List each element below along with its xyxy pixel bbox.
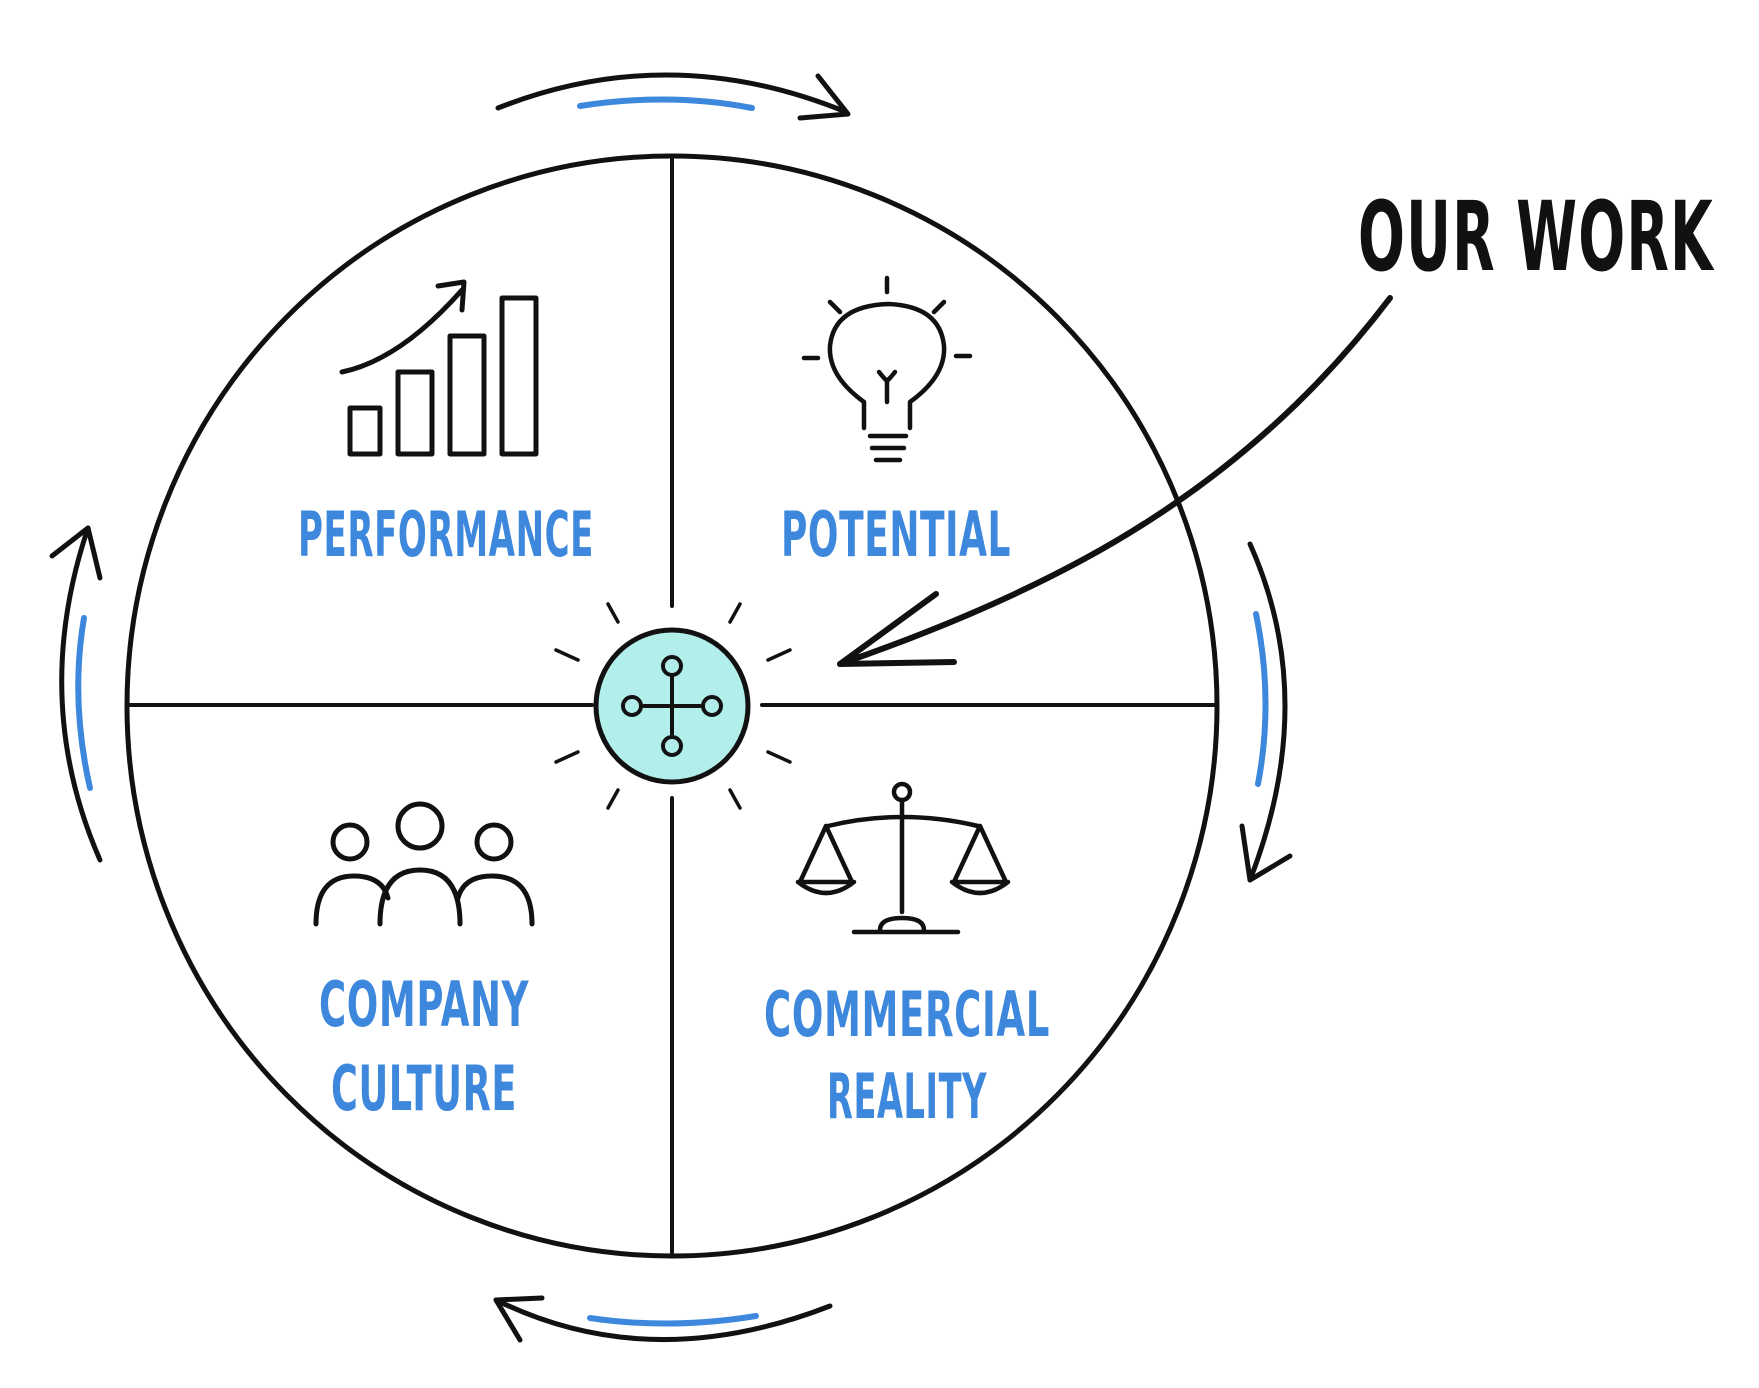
callout-text: OUR WORK — [1358, 181, 1715, 293]
quadrant-company-culture: COMPANY CULTURE — [313, 801, 535, 1125]
top-arrowhead-icon — [797, 73, 851, 121]
right-accent-line — [1253, 611, 1269, 787]
quadrant-label-line-2: CULTURE — [331, 1052, 517, 1125]
center-hub — [554, 602, 792, 810]
quadrant-label-line-2: REALITY — [827, 1060, 987, 1133]
bottom-arrowhead-icon — [493, 1295, 545, 1343]
bar-chart-growth-icon — [339, 279, 539, 457]
quadrant-performance: PERFORMANCE — [298, 279, 594, 571]
left-rotation-arrow-icon — [59, 525, 103, 863]
top-rotation-arrow-icon — [495, 72, 849, 115]
callout-arrow-icon — [837, 295, 1393, 667]
quadrant-label: POTENTIAL — [781, 498, 1011, 571]
callout: OUR WORK — [837, 181, 1715, 667]
quadrant-commercial-reality: COMMERCIAL REALITY — [764, 781, 1050, 1133]
bottom-accent-line — [587, 1313, 759, 1327]
lightbulb-icon — [801, 275, 973, 463]
quadrant-label-line-1: COMPANY — [319, 968, 529, 1041]
quadrant-label-line-1: COMMERCIAL — [764, 978, 1050, 1051]
top-accent-line — [577, 96, 755, 111]
bottom-rotation-arrow-icon — [493, 1297, 833, 1343]
sunburst-rays-icon — [554, 602, 792, 810]
left-arrowhead-icon — [49, 525, 103, 581]
callout-arrowhead-icon — [837, 591, 957, 667]
wheel — [124, 153, 1220, 1259]
people-group-icon — [313, 801, 535, 927]
right-arrowhead-icon — [1239, 823, 1293, 883]
right-rotation-arrow-icon — [1247, 541, 1288, 883]
quadrant-potential: POTENTIAL — [781, 275, 1011, 571]
balance-scale-icon — [795, 781, 1011, 935]
left-accent-line — [75, 615, 93, 791]
hub-cross-icon — [621, 655, 723, 757]
rotation-arrows — [49, 72, 1293, 1343]
quadrant-label: PERFORMANCE — [298, 498, 594, 571]
